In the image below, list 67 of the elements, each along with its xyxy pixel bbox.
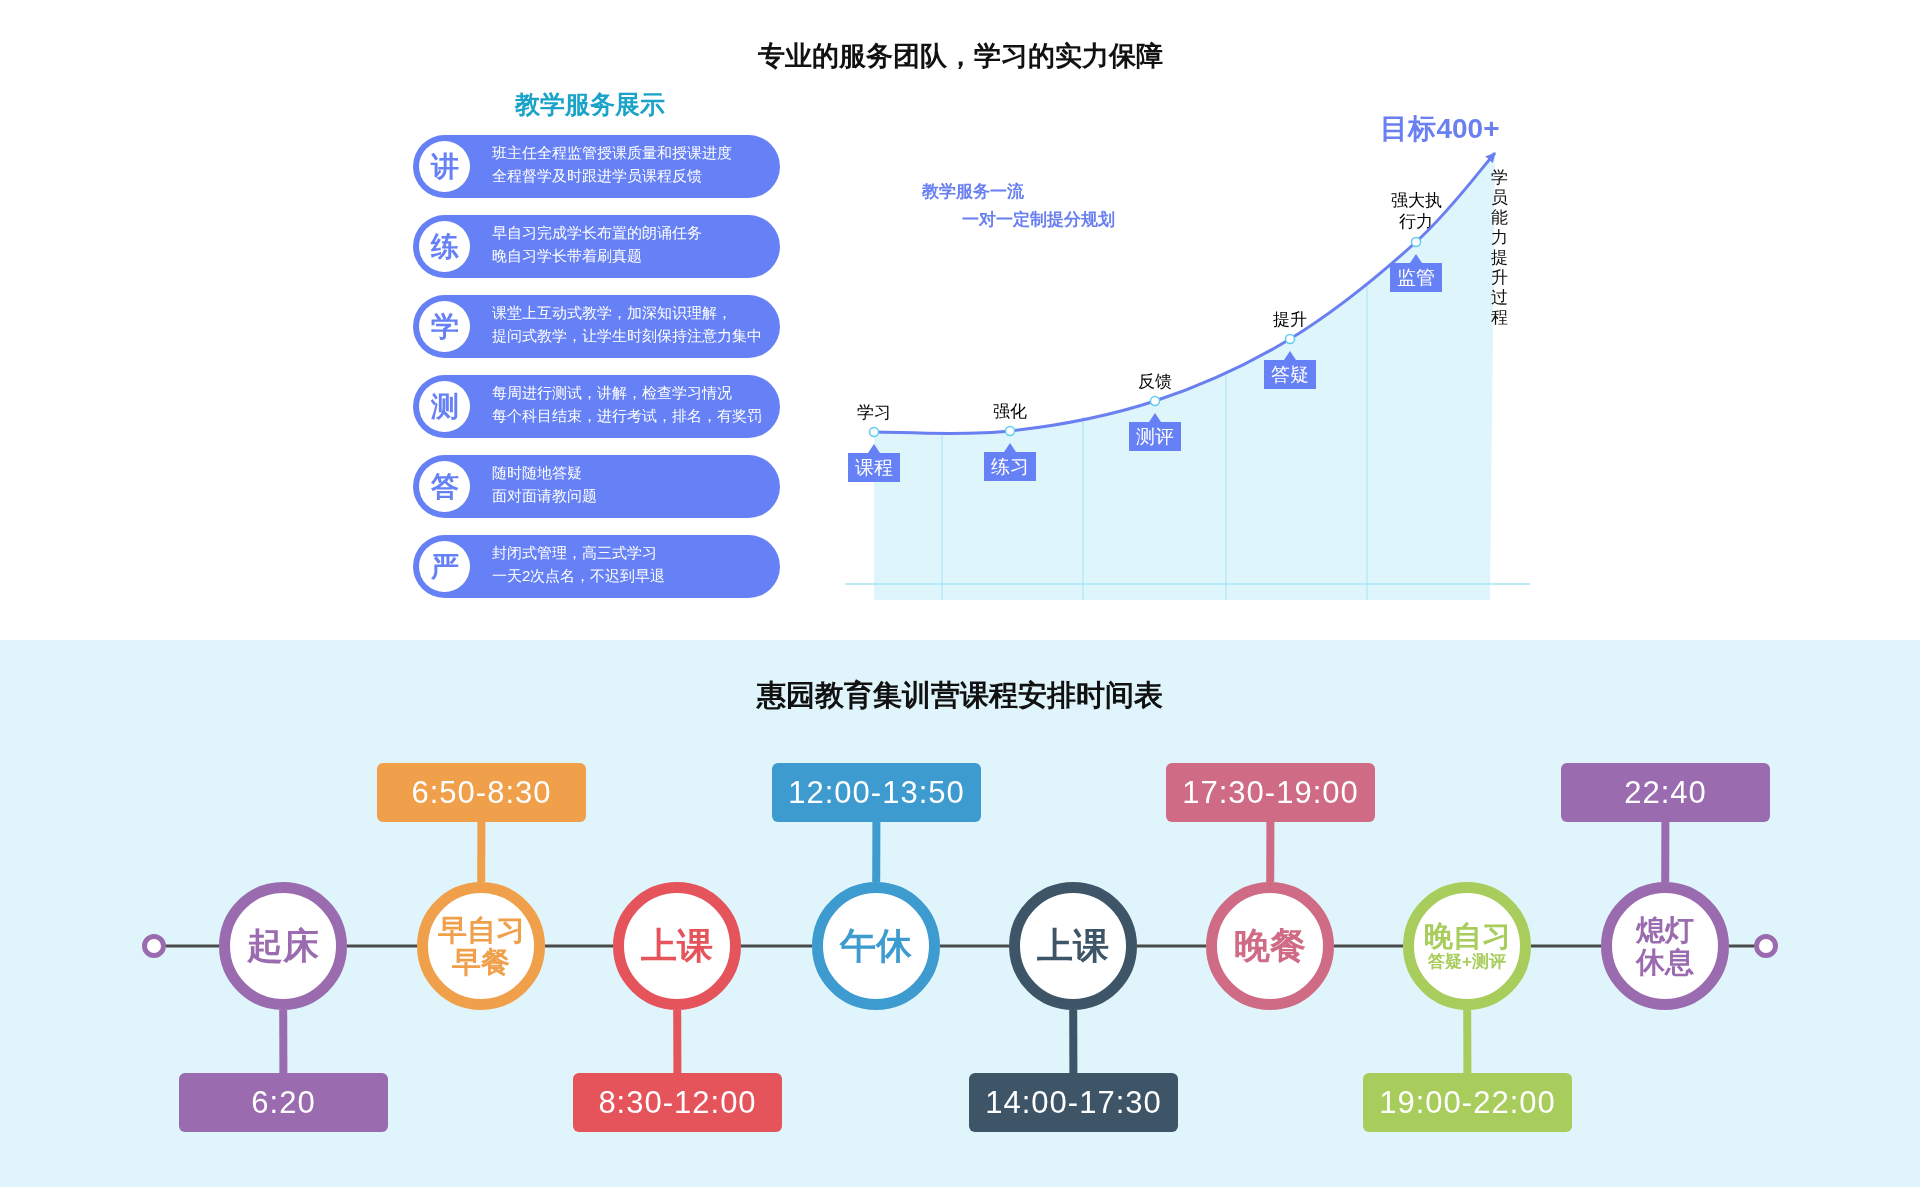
point-label: 强化: [992, 401, 1028, 422]
connector-stem: [477, 822, 486, 882]
activity-text: 早自习早餐: [436, 914, 526, 978]
description-text: 提问式教学，让学生时刻保持注意力集中: [492, 326, 762, 346]
description-text: 每周进行测试，讲解，检查学习情况: [492, 383, 732, 403]
connector-stem: [1463, 1010, 1472, 1073]
timeline-line: [1334, 944, 1403, 948]
connector-stem: [1266, 822, 1275, 882]
timeline-line: [545, 944, 613, 948]
description-text: 晚自习学长带着刷真题: [492, 246, 642, 266]
connector-stem: [1069, 1010, 1078, 1073]
time-box: 8:30-12:00: [573, 1073, 782, 1132]
page-title: 专业的服务团队，学习的实力保障: [756, 40, 1164, 73]
end-ring: [142, 934, 166, 958]
connector-stem: [1661, 822, 1670, 882]
timeline-line: [940, 944, 1009, 948]
activity-text: 上课: [1037, 923, 1109, 968]
description-text: 一天2次点名，不迟到早退: [492, 566, 666, 586]
time-box: 17:30-19:00: [1166, 763, 1375, 822]
activity-text: 晚餐: [1234, 923, 1306, 968]
slogan-text: 教学服务一流: [922, 181, 1025, 203]
timeline-line: [166, 944, 219, 948]
letter-badge: 练: [419, 221, 470, 272]
section-title: 惠园教育集训营课程安排时间表: [755, 678, 1164, 713]
description-text: 全程督学及时跟进学员课程反馈: [492, 166, 702, 186]
description-text: 面对面请教问题: [492, 486, 597, 506]
point-label: 提升: [1272, 309, 1308, 330]
time-box: 6:50-8:30: [377, 763, 586, 822]
activity-text: 午休: [840, 923, 912, 968]
description-text: 课堂上互动式教学，加深知识理解，: [492, 303, 732, 323]
activity-text: 熄灯休息: [1634, 914, 1695, 978]
activity-text: 起床: [247, 923, 319, 968]
time-box: 22:40: [1561, 763, 1770, 822]
letter-badge: 测: [419, 381, 470, 432]
activity-text: 上课: [641, 923, 713, 968]
axis-caption: 学员能力提升过程: [1491, 168, 1509, 328]
description-text: 班主任全程监管授课质量和授课进度: [492, 143, 732, 163]
letter-badge: 答: [419, 461, 470, 512]
activity-subtext: 答疑+测评: [1428, 952, 1506, 972]
time-box: 19:00-22:00: [1363, 1073, 1572, 1132]
letter-badge: 讲: [419, 141, 470, 192]
connector-stem: [279, 1010, 288, 1073]
time-box: 14:00-17:30: [969, 1073, 1178, 1132]
description-text: 随时随地答疑: [492, 463, 582, 483]
letter-badge: 学: [419, 301, 470, 352]
letter-badge: 严: [419, 541, 470, 592]
timeline-line: [1137, 944, 1206, 948]
point-label: 强大执行力: [1389, 190, 1443, 232]
point-label: 学习: [856, 402, 892, 423]
connector-stem: [872, 822, 881, 882]
timeline-line: [347, 944, 417, 948]
schedule-band: [0, 640, 1920, 1187]
activity-text: 晚自习: [1423, 920, 1511, 952]
point-label: 反馈: [1137, 371, 1173, 392]
goal-label: 目标400+: [1379, 112, 1501, 146]
time-box: 12:00-13:50: [772, 763, 981, 822]
end-ring: [1754, 934, 1778, 958]
description-text: 每个科目结束，进行考试，排名，有奖罚: [492, 406, 762, 426]
timeline-line: [1531, 944, 1601, 948]
timeline-line: [741, 944, 812, 948]
description-text: 封闭式管理，高三式学习: [492, 543, 657, 563]
timeline-line: [1729, 944, 1754, 948]
time-box: 6:20: [179, 1073, 388, 1132]
connector-stem: [673, 1010, 682, 1073]
slogan-text: 一对一定制提分规划: [962, 209, 1116, 231]
section-heading: 教学服务展示: [513, 89, 666, 120]
description-text: 早自习完成学长布置的朗诵任务: [492, 223, 702, 243]
